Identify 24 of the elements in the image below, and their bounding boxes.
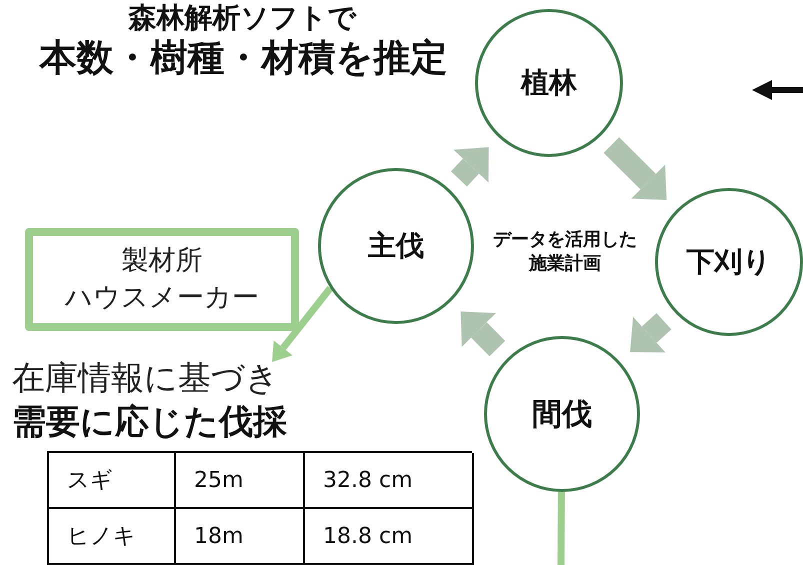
stage-label: 下刈り [686,244,772,280]
table-cell: 18m [176,509,305,565]
arrow [460,311,506,356]
table-cell: 25m [176,453,305,509]
box-label: ハウスメーカー [65,282,259,314]
stage-label: 植林 [521,65,577,101]
arrow [450,147,489,186]
table-cell: スギ [49,453,176,509]
note-text: 在庫情報に基づき [12,358,280,398]
stage-label: 間伐 [532,396,592,434]
heading: 本数・樹種・材積を推定 [38,38,448,79]
stage-label: 主伐 [368,228,424,264]
box-label: 製材所 [122,245,202,278]
arrow [604,137,667,200]
table-cell: 18.8 cm [305,509,474,565]
arrow [630,313,672,352]
center-text: データを活用した施業計画 [488,228,642,277]
heading: 森林解析ソフトで [127,3,358,34]
partner-box [25,228,299,331]
note-heading: 需要に応じた伐採 [12,402,288,442]
table-cell: 32.8 cm [305,453,474,509]
connector-line [558,492,565,565]
arrow [272,286,334,362]
table-cell: ヒノキ [49,509,176,565]
